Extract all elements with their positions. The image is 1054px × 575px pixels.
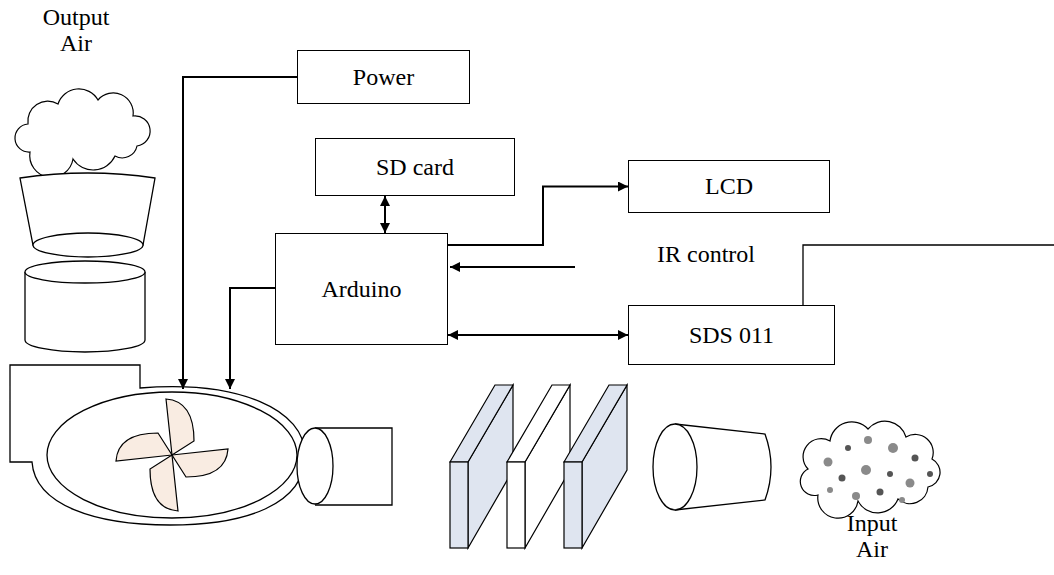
fan-blade — [116, 433, 172, 461]
filter-front — [507, 462, 525, 548]
dust-particle — [852, 492, 860, 500]
duct-rim — [297, 428, 333, 504]
input-air-cloud — [800, 421, 940, 518]
inlet-cone-rim — [653, 424, 697, 510]
filter-front — [450, 462, 468, 548]
component-name: LCD — [705, 173, 753, 199]
fan-rotor-circle — [47, 392, 297, 518]
filter-top — [564, 385, 627, 462]
annotation-label: Input Air — [836, 510, 908, 563]
dust-particle — [861, 465, 871, 475]
dust-particle — [906, 479, 915, 488]
dust-particle — [877, 489, 884, 496]
component-box: Power — [297, 50, 470, 104]
annotation-label: Output Air — [30, 4, 122, 57]
annotation-label: IR control — [612, 241, 800, 267]
ir-remote-outline — [803, 245, 1054, 305]
outlet-cylinder — [25, 272, 145, 352]
dust-particles — [824, 436, 934, 503]
signal-connector — [384, 196, 386, 233]
output-air-cloud — [15, 89, 150, 177]
fan-blade — [172, 449, 228, 477]
component-name: Power — [353, 64, 414, 90]
component-box: Arduino — [275, 233, 448, 345]
fan-blade — [166, 399, 194, 455]
dust-particle — [827, 487, 833, 493]
filter-panel — [564, 385, 627, 548]
dust-particle — [864, 436, 872, 444]
component-box: LCD — [628, 160, 830, 213]
dust-particle — [887, 471, 893, 477]
outlet-frustum-rim — [33, 233, 143, 257]
component-box: SD card — [315, 138, 515, 196]
dust-particle — [899, 497, 905, 503]
component-box: SDS 011 — [628, 305, 835, 365]
outlet-cylinder-rim — [25, 261, 145, 283]
fan-blades — [116, 399, 228, 511]
dust-particle — [927, 471, 933, 477]
fan-housing — [10, 365, 305, 525]
component-name: SD card — [376, 154, 454, 180]
dust-particle — [845, 445, 851, 451]
filter-panel — [507, 385, 570, 548]
filter-panel — [450, 385, 513, 548]
dust-particle — [888, 443, 898, 453]
signal-connector — [448, 334, 628, 336]
control-wire — [230, 288, 275, 389]
fan-blade — [150, 455, 178, 511]
component-name: Arduino — [322, 276, 402, 302]
ir-signal-arrow — [450, 266, 575, 268]
dust-particle — [839, 475, 846, 482]
filter-top — [450, 385, 513, 462]
component-name: SDS 011 — [689, 322, 774, 348]
dust-particle — [912, 455, 919, 462]
dust-particle — [824, 458, 833, 467]
filter-top — [507, 385, 570, 462]
filter-front — [564, 462, 582, 548]
